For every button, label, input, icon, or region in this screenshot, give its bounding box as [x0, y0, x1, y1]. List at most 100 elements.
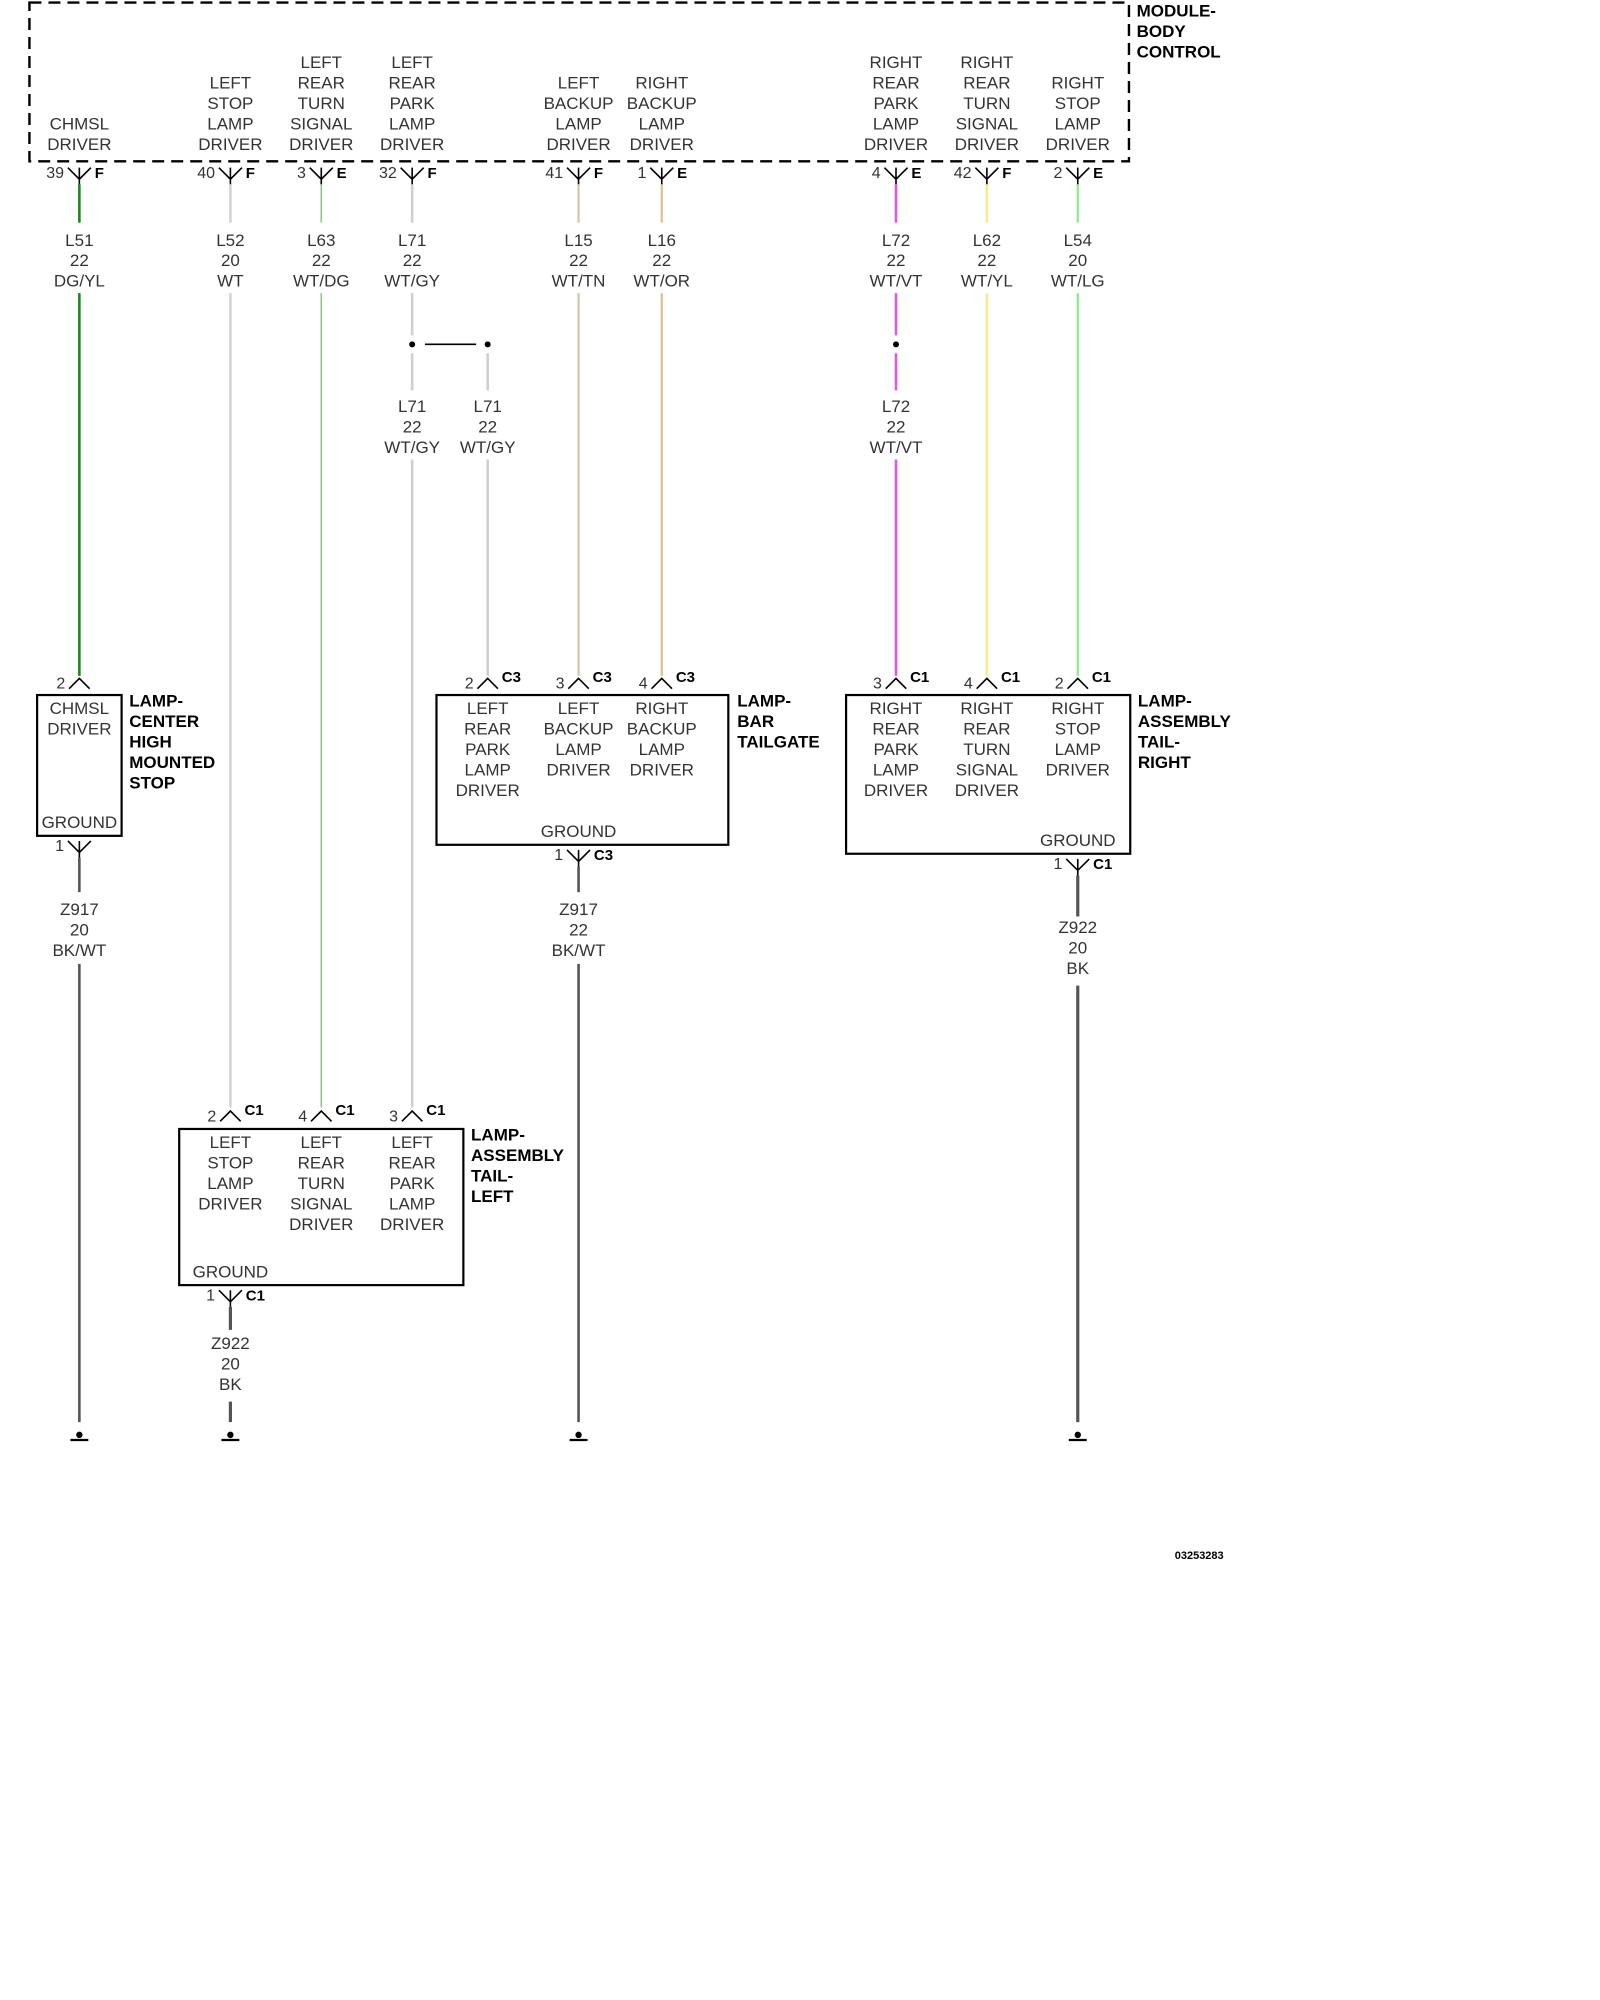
lamp-tail-left-input-2-conn: C1 — [426, 1102, 445, 1119]
wire-l72-lower-label-gauge: 22 — [887, 418, 906, 437]
module-output-4-line-3: DRIVER — [546, 135, 610, 154]
module-output-3-line-1: REAR — [389, 73, 436, 92]
lamp-tailgate-ground-pin: 1 — [554, 847, 563, 864]
lamp-chmsl-name-line-0: LAMP- — [129, 692, 183, 711]
lamp-tail-left-input-1-label-line-0: LEFT — [300, 1133, 342, 1152]
lamp-tail-left-ground-connector — [218, 1289, 243, 1307]
module-output-8-line-3: DRIVER — [1046, 135, 1110, 154]
splice-l72 — [893, 341, 899, 348]
module-body-control-box — [28, 1, 1131, 163]
lamp-tail-right-input-0-label-line-0: RIGHT — [870, 699, 923, 718]
wire-l71-left-label-color: WT/GY — [384, 438, 440, 457]
module-output-4-line-0: LEFT — [558, 73, 600, 92]
lamp-tail-left-input-0-connector — [219, 1109, 242, 1122]
lamp-tail-right-input-2-label-line-0: RIGHT — [1051, 699, 1104, 718]
lamp-tail-left-input-2-label-line-4: DRIVER — [380, 1215, 444, 1234]
module-output-7-line-0: RIGHT — [960, 53, 1013, 72]
module-output-1-line-2: LAMP — [207, 114, 253, 133]
splice-l71-b — [484, 341, 491, 348]
lamp-tail-right-input-0-label-line-1: REAR — [872, 720, 919, 739]
lamp-tail-right-ground-pin: 1 — [1053, 856, 1062, 873]
lamp-tail-left-name-line-0: LAMP- — [471, 1125, 525, 1144]
module-output-5-line-3: DRIVER — [630, 135, 694, 154]
module-output-6-line-3: LAMP — [873, 114, 919, 133]
lamp-tail-left-input-1-connector — [310, 1109, 333, 1122]
wire-z922-left-label-circuit: Z922 — [211, 1334, 250, 1353]
lamp-tail-left-ground-label: GROUND — [193, 1262, 269, 1281]
wire-l72-lower-label-circuit: L72 — [882, 397, 910, 416]
lamp-tailgate-input-0-label-line-0: LEFT — [467, 699, 509, 718]
wire-l71-left-label-gauge: 22 — [403, 418, 422, 437]
lamp-tail-left-input-2-label-line-3: LAMP — [389, 1195, 435, 1214]
lamp-chmsl-ground-label: GROUND — [42, 813, 118, 832]
module-name-line-2: CONTROL — [1137, 43, 1221, 62]
wire-l51-label-gauge: 22 — [70, 251, 89, 270]
module-output-2-connector — [309, 167, 334, 185]
wire-l62-label-color: WT/YL — [961, 272, 1013, 291]
lamp-tail-left-input-2-pin: 3 — [389, 1108, 398, 1125]
lamp-chmsl-input-0-connector — [68, 677, 91, 690]
wire-l15-label-circuit: L15 — [564, 231, 592, 250]
lamp-tailgate-name-line-2: TAILGATE — [737, 733, 819, 752]
lamp-tailgate-input-2-connector — [650, 677, 673, 690]
lamp-tail-right-input-2-label-line-1: STOP — [1055, 720, 1101, 739]
lamp-chmsl-name-line-3: MOUNTED — [129, 753, 215, 772]
lamp-tailgate-box — [435, 693, 730, 846]
wire-l71-label-gauge: 22 — [403, 251, 422, 270]
wire-z922-left-label-gauge: 20 — [221, 1355, 240, 1374]
wire-l54-label-color: WT/LG — [1051, 272, 1105, 291]
module-output-1-line-3: DRIVER — [198, 135, 262, 154]
wire-l71-right-label-circuit: L71 — [473, 397, 501, 416]
module-output-1-line-0: LEFT — [210, 73, 252, 92]
module-output-6-line-0: RIGHT — [870, 53, 923, 72]
lamp-chmsl-name-line-2: HIGH — [129, 733, 172, 752]
lamp-chmsl-ground-pin: 1 — [55, 838, 64, 855]
lamp-tail-right-input-2-connector — [1066, 677, 1089, 690]
lamp-chmsl-input-0-pin: 2 — [56, 676, 65, 693]
lamp-tail-left-name-line-2: TAIL- — [471, 1166, 513, 1185]
module-output-7-line-2: TURN — [963, 94, 1010, 113]
lamp-tail-right-input-0-label-line-3: LAMP — [873, 761, 919, 780]
lamp-tail-left-input-2-label-line-0: LEFT — [391, 1133, 433, 1152]
module-output-7-line-3: SIGNAL — [956, 114, 1018, 133]
lamp-tail-right-input-1-connector — [976, 677, 998, 690]
module-output-2-conn: E — [337, 165, 347, 182]
lamp-tail-right-name-line-0: LAMP- — [1138, 692, 1192, 711]
lamp-tailgate-input-2-label-line-3: DRIVER — [630, 761, 694, 780]
lamp-tailgate-input-2-label-line-0: RIGHT — [635, 699, 688, 718]
lamp-tail-left-input-0-label-line-1: STOP — [207, 1154, 253, 1173]
ground-tail-right-dot — [1074, 1431, 1081, 1439]
module-output-4-conn: F — [594, 165, 603, 182]
lamp-tail-right-ground-conn: C1 — [1093, 856, 1112, 873]
lamp-tailgate-input-0-connector — [476, 677, 499, 690]
module-output-8-conn: E — [1093, 165, 1103, 182]
module-output-6-line-1: REAR — [872, 73, 919, 92]
wire-l63-label-color: WT/DG — [293, 272, 350, 291]
module-output-3-line-3: LAMP — [389, 114, 435, 133]
module-output-3-connector — [400, 167, 425, 185]
lamp-tailgate-input-2-label-line-1: BACKUP — [627, 720, 697, 739]
lamp-tailgate-input-1-label-line-3: DRIVER — [546, 761, 610, 780]
lamp-chmsl-input-0-label-line-1: DRIVER — [47, 720, 111, 739]
lamp-tailgate-input-0-pin: 2 — [465, 676, 474, 693]
module-output-4-connector — [566, 167, 591, 185]
module-output-5-line-1: BACKUP — [627, 94, 697, 113]
lamp-tail-left-input-2-label-line-1: REAR — [389, 1154, 436, 1173]
wire-z917-b-label-color: BK/WT — [552, 941, 606, 960]
wire-l71-left-label-circuit: L71 — [398, 397, 426, 416]
module-output-7-line-1: REAR — [963, 73, 1010, 92]
wire-l72-label-circuit: L72 — [882, 231, 910, 250]
lamp-chmsl-name-line-4: STOP — [129, 773, 175, 792]
wire-l72-label-gauge: 22 — [887, 251, 906, 270]
lamp-tail-left-ground-pin: 1 — [206, 1287, 215, 1304]
lamp-chmsl-ground-connector — [67, 840, 92, 858]
lamp-tail-right-ground-label: GROUND — [1040, 831, 1116, 850]
module-output-3-line-4: DRIVER — [380, 135, 444, 154]
module-output-5-pin: 1 — [637, 165, 646, 182]
module-output-2-line-1: REAR — [298, 73, 345, 92]
lamp-tail-right-input-0-pin: 3 — [873, 676, 882, 693]
lamp-tailgate-name-line-0: LAMP- — [737, 692, 791, 711]
lamp-tail-left-input-0-pin: 2 — [207, 1108, 216, 1125]
wire-z917-a-label-gauge: 20 — [70, 921, 89, 940]
wire-l71-right-label-color: WT/GY — [460, 438, 516, 457]
